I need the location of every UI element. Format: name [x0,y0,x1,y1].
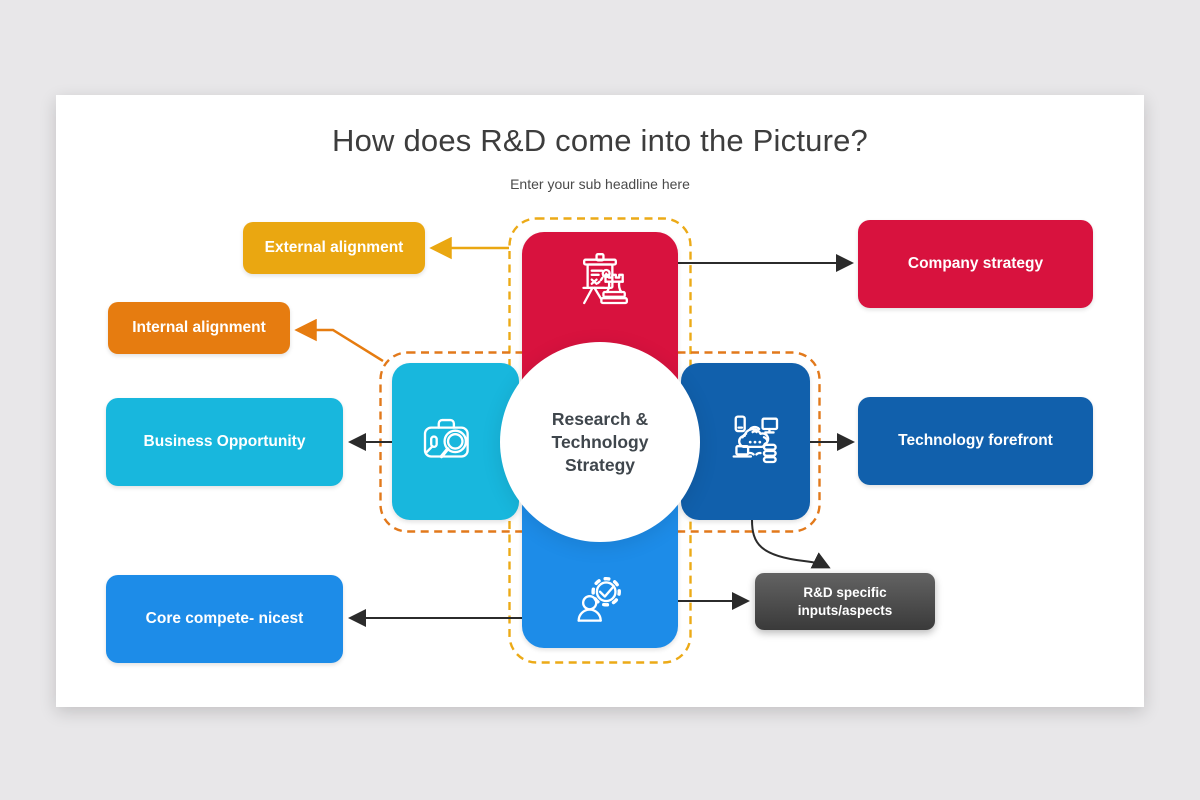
page-subtitle: Enter your sub headline here [510,176,690,192]
cloud-network-icon [732,415,779,464]
block-technology-forefront-source [681,363,810,520]
central-circle: Research & Technology Strategy [500,342,700,542]
arrow-to-internal-alignment [294,318,384,363]
person-gear-check-icon [577,576,621,622]
company-strategy-label: Company strategy [858,220,1093,308]
internal-alignment-label: Internal alignment [108,302,290,354]
block-business-opportunity-source [392,363,519,520]
core-competencies-label: Core compete- nicest [106,575,343,663]
briefcase-search-icon [423,418,469,459]
presentation-slide: How does R&D come into the Picture? Ente… [56,95,1144,707]
rd-specific-inputs-label: R&D specific inputs/aspects [755,573,935,630]
page-title: How does R&D come into the Picture? [332,123,868,158]
external-alignment-label: External alignment [243,222,425,274]
technology-forefront-label: Technology forefront [858,397,1093,485]
strategy-presentation-icon [582,253,628,305]
business-opportunity-label: Business Opportunity [106,398,343,486]
arrow-right-to-rd-inputs-curved [751,519,831,569]
